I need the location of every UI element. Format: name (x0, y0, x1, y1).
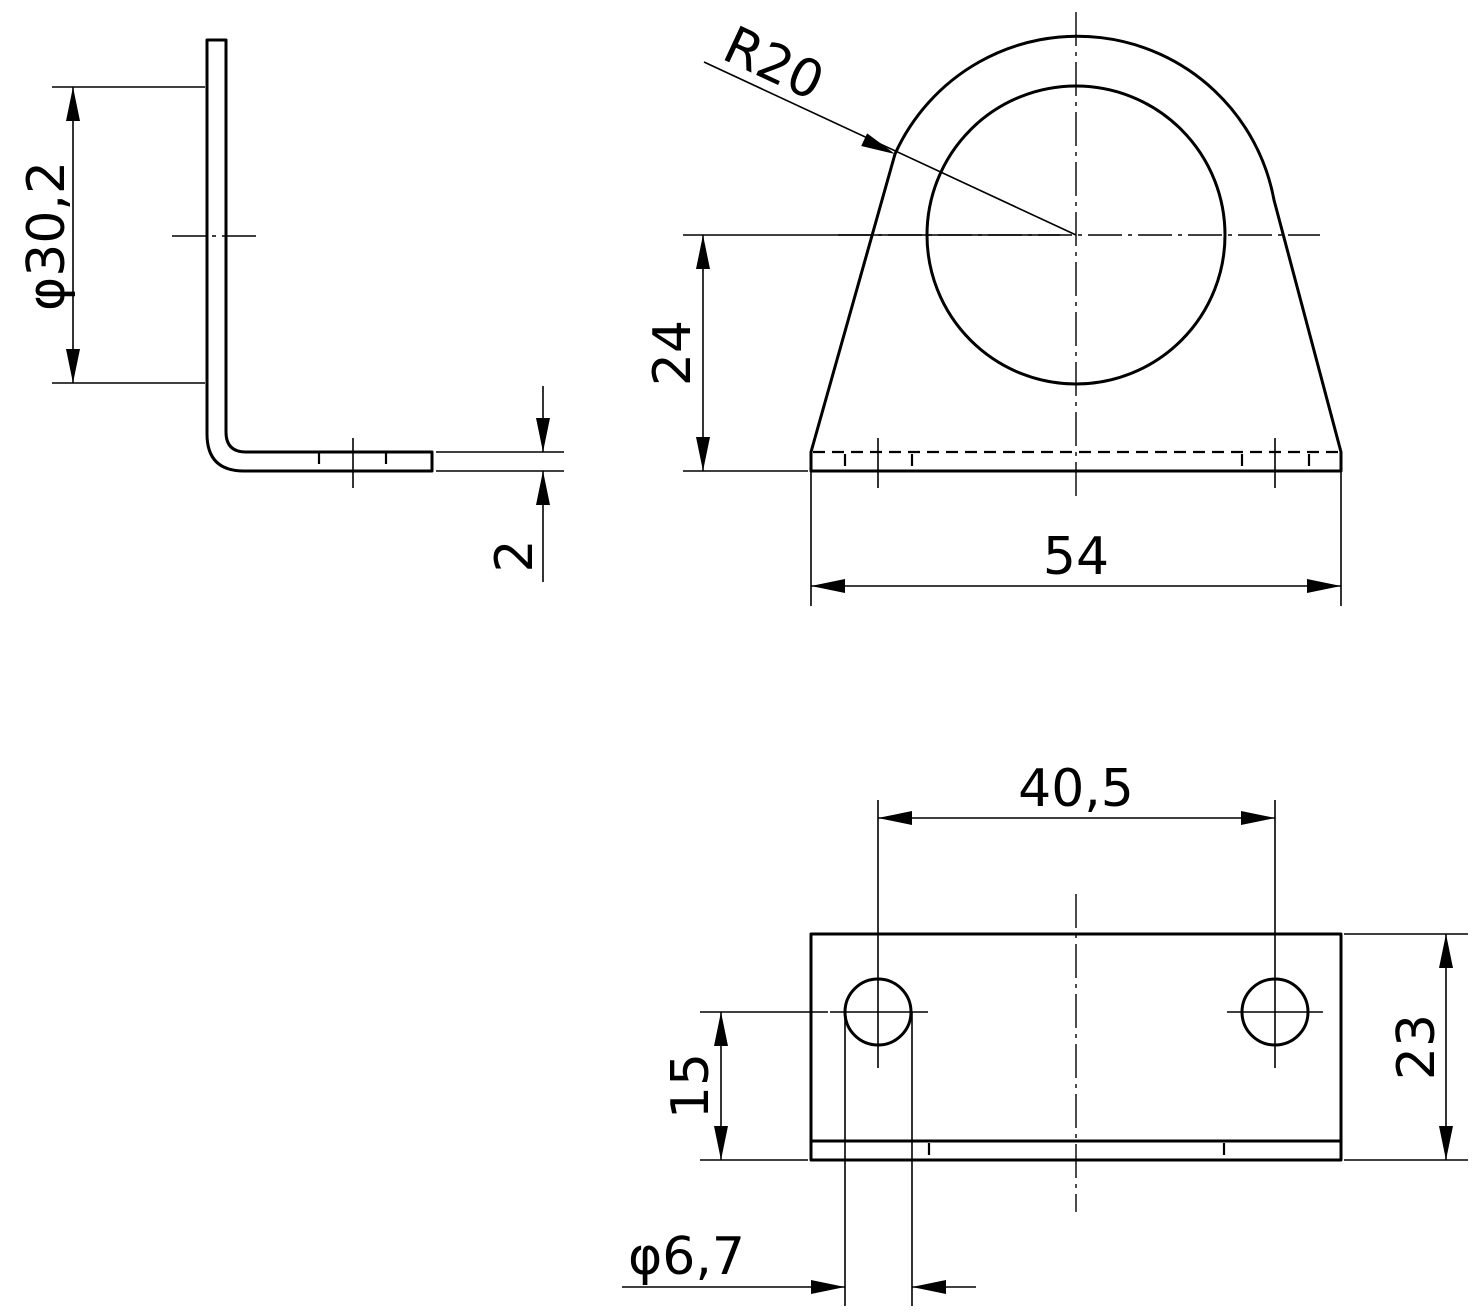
dim-radius: R20 (703, 15, 1077, 236)
small-hole-diameter-label: φ6,7 (628, 1227, 745, 1287)
dim-hole-spacing: 40,5 (878, 759, 1275, 825)
dim-small-hole-diameter: φ6,7 (622, 1227, 976, 1294)
front-view: R20 24 54 (643, 12, 1343, 606)
side-view: φ30,2 2 (17, 38, 564, 582)
dim-center-height: 24 (643, 234, 1060, 472)
side-hole-diameter-label: φ30,2 (17, 161, 77, 311)
center-height-label: 24 (643, 320, 703, 386)
depth-label: 23 (1387, 1014, 1447, 1080)
front-view-outline (809, 34, 1343, 473)
thickness-label: 2 (485, 539, 545, 572)
dim-depth: 23 (1344, 933, 1468, 1161)
dim-side-hole-diameter: φ30,2 (17, 86, 205, 384)
dim-hole-height: 15 (661, 1011, 828, 1161)
width-label: 54 (1043, 527, 1109, 587)
top-view: 40,5 15 23 φ6,7 (622, 759, 1468, 1306)
dim-width: 54 (810, 471, 1342, 606)
hole-height-label: 15 (661, 1053, 721, 1119)
radius-label: R20 (715, 15, 833, 112)
hole-spacing-label: 40,5 (1018, 759, 1134, 819)
dim-thickness: 2 (436, 386, 564, 582)
side-view-outline (205, 38, 434, 473)
